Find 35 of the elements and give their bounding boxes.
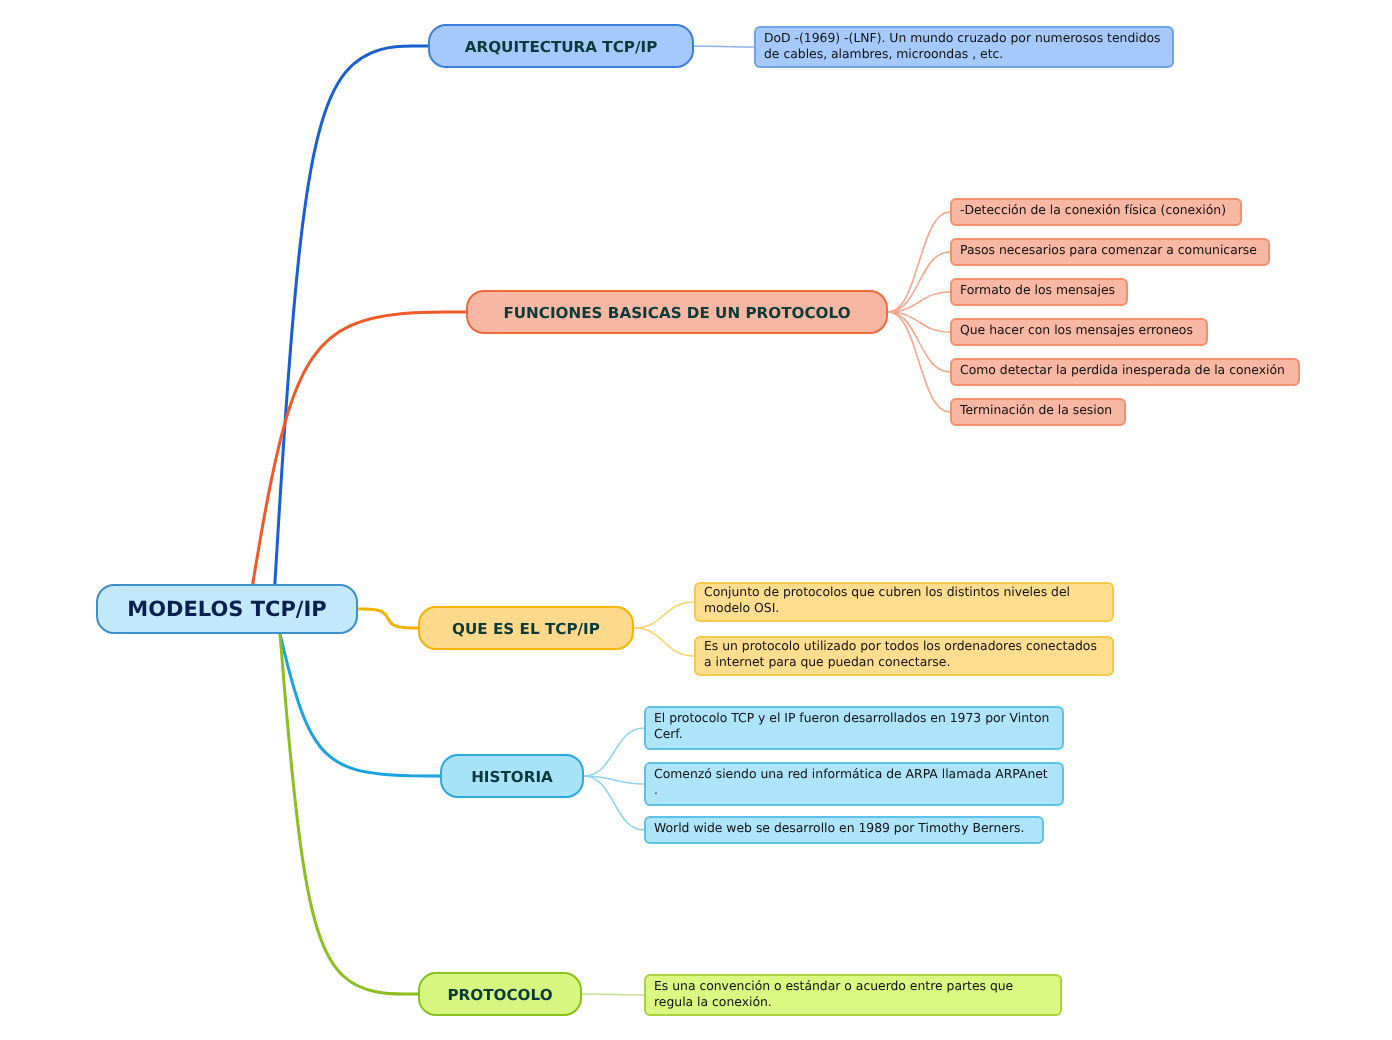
connector-line bbox=[887, 251, 951, 313]
connector-line bbox=[358, 607, 418, 630]
subtopic-node bbox=[644, 816, 1044, 844]
connector-line bbox=[887, 211, 951, 313]
topic-node bbox=[466, 290, 888, 334]
subtopic-node bbox=[644, 762, 1064, 806]
connector-line bbox=[583, 775, 645, 785]
connector-line bbox=[273, 44, 428, 585]
central-topic bbox=[96, 584, 358, 634]
connector-line bbox=[693, 45, 755, 48]
subtopic-node bbox=[950, 398, 1126, 426]
topic-node bbox=[428, 24, 694, 68]
topic-title: MODELOS TCP/IP bbox=[127, 597, 327, 621]
connector-line bbox=[583, 727, 645, 777]
subtopic-node bbox=[950, 278, 1128, 306]
connector-line bbox=[633, 627, 695, 657]
connector-line bbox=[887, 311, 951, 413]
connector-line bbox=[583, 775, 645, 831]
subtopic-node bbox=[754, 26, 1174, 68]
topic-node bbox=[440, 754, 584, 798]
connector-line bbox=[581, 993, 645, 996]
topic-node bbox=[418, 972, 582, 1016]
subtopic-node bbox=[644, 974, 1062, 1016]
connector-line bbox=[251, 310, 466, 585]
subtopic-node bbox=[694, 636, 1114, 676]
topic-node bbox=[418, 606, 634, 650]
subtopic-node bbox=[950, 238, 1270, 266]
connector-line bbox=[278, 633, 418, 996]
subtopic-node bbox=[950, 318, 1208, 346]
subtopic-node bbox=[950, 358, 1300, 386]
subtopic-node bbox=[694, 582, 1114, 622]
subtopic-node bbox=[950, 198, 1242, 226]
connector-line bbox=[633, 601, 695, 629]
subtopic-node bbox=[644, 706, 1064, 750]
connector-line bbox=[278, 633, 440, 778]
